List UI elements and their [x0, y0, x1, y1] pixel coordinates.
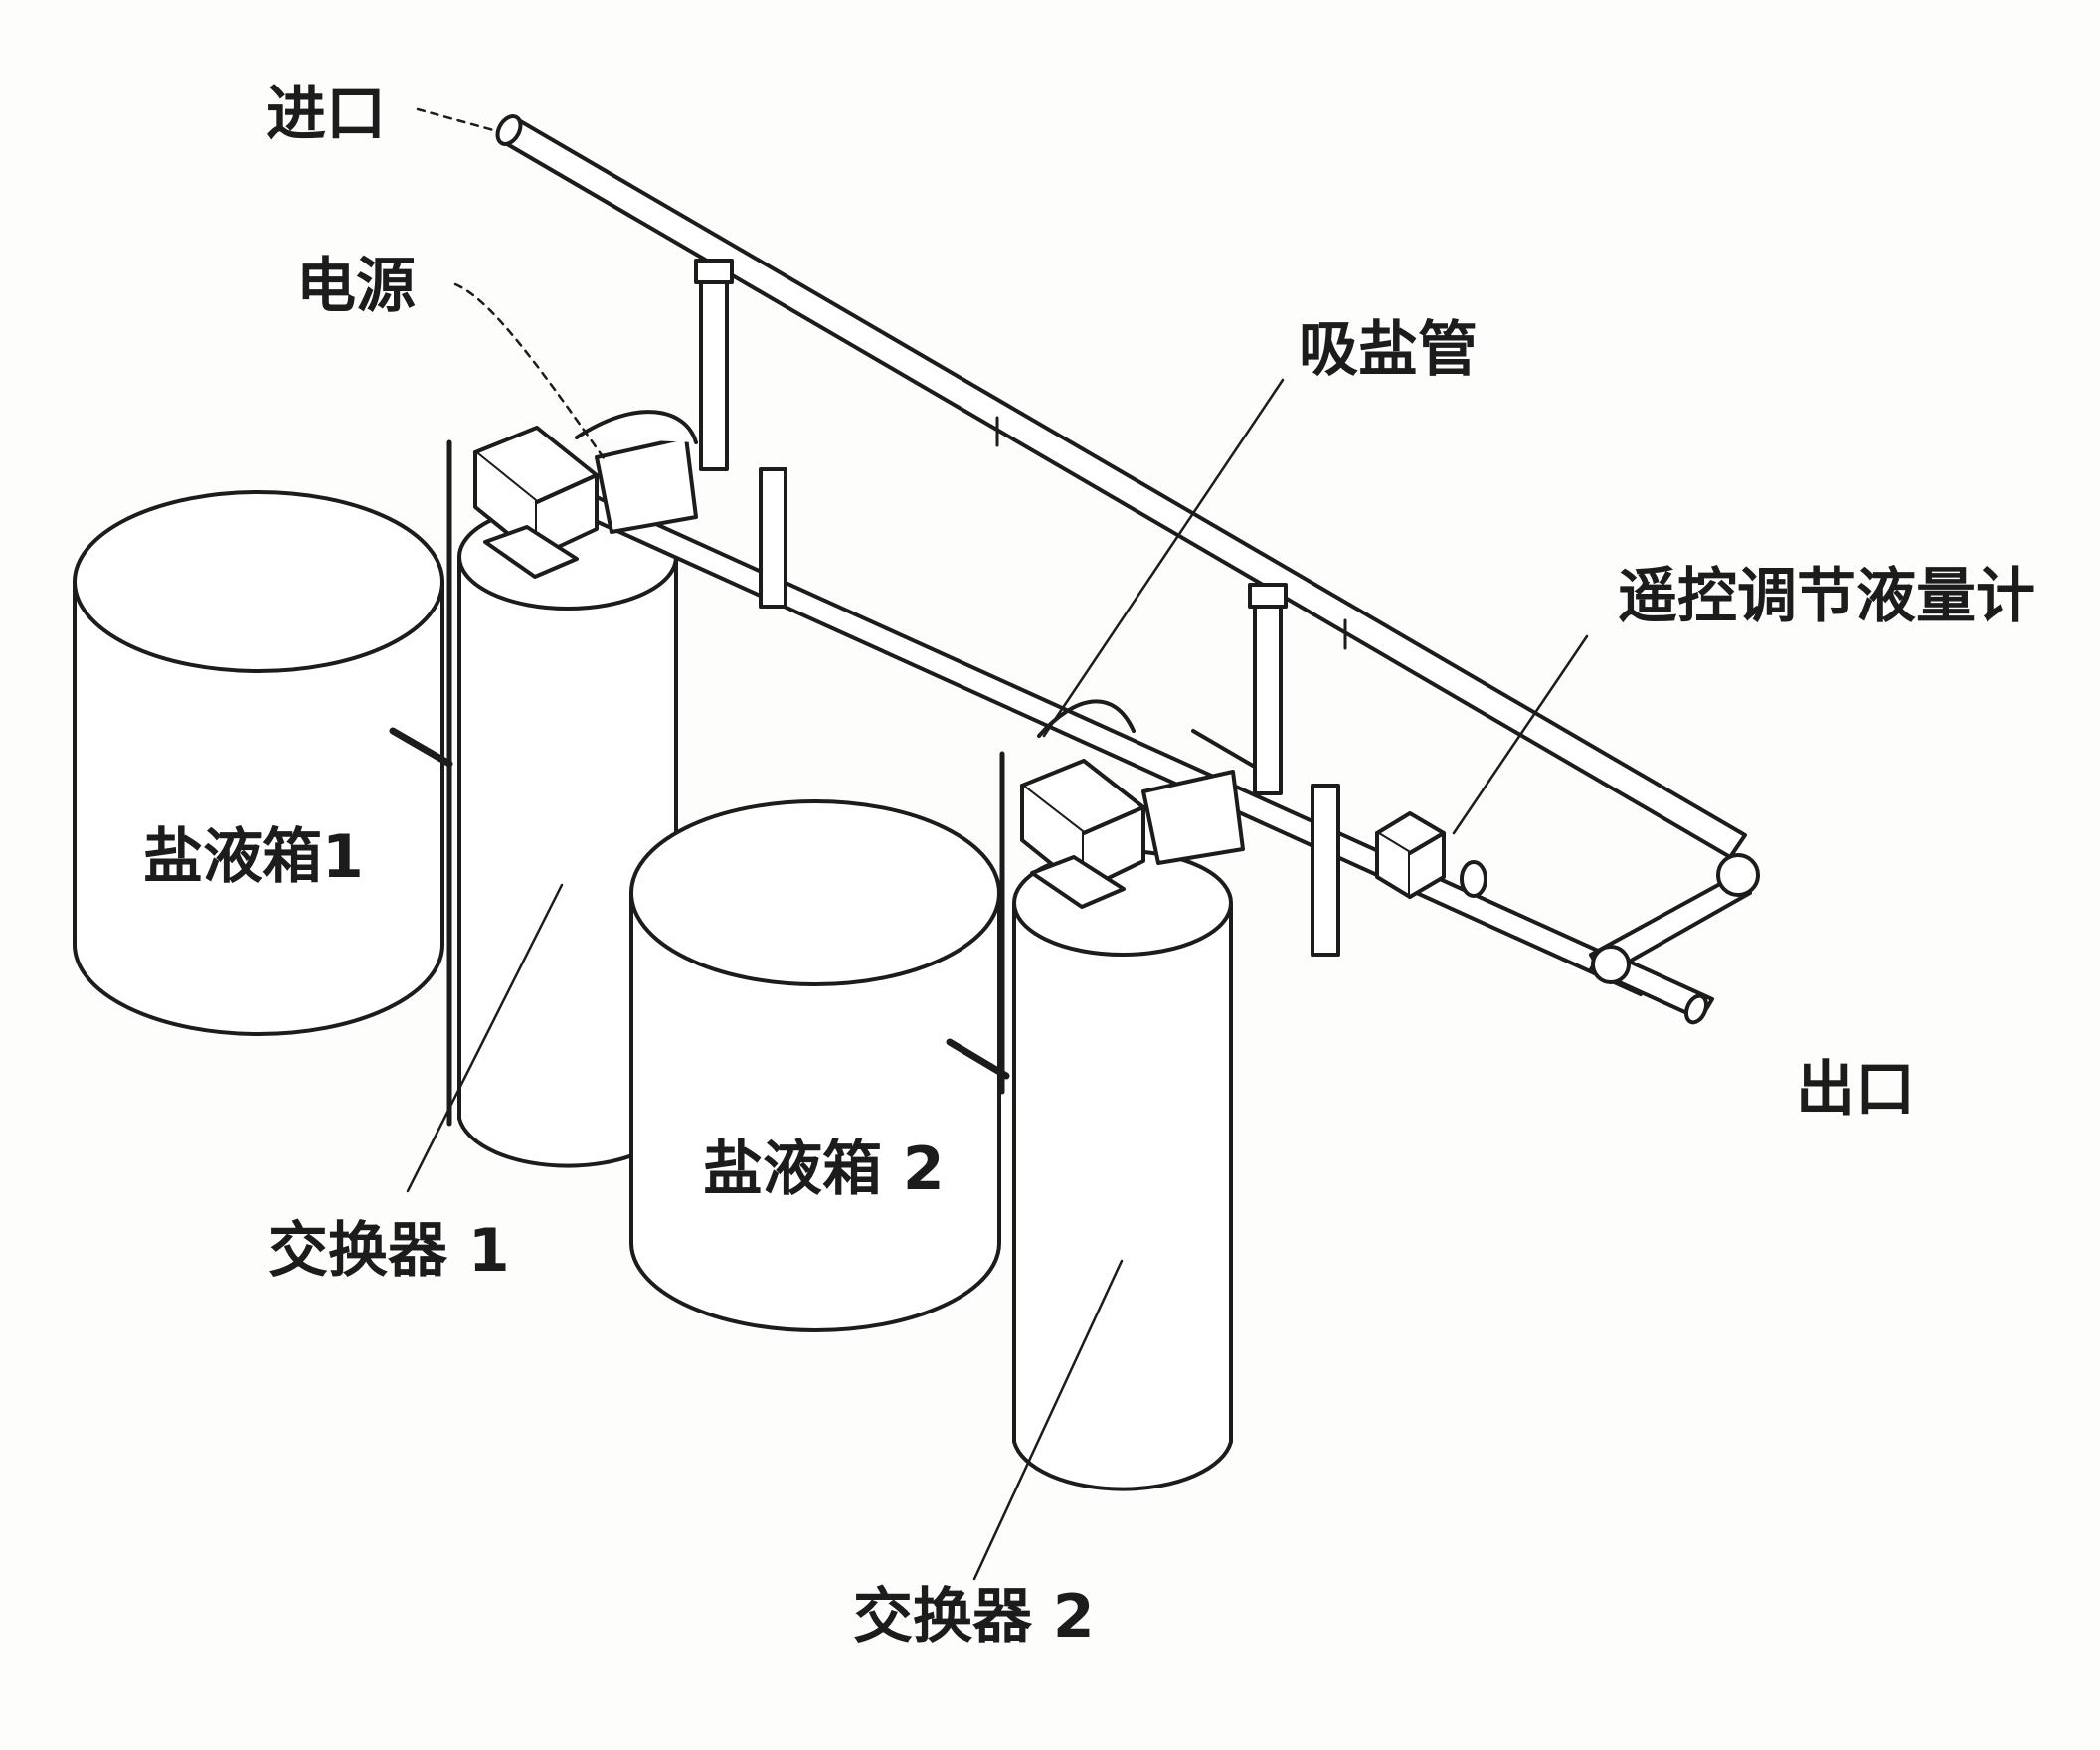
label-brine-tank-1: 盐液箱1	[143, 822, 364, 892]
control-valve-2	[1020, 759, 1245, 909]
label-remote-meter: 遥控调节液量计	[1618, 562, 2035, 631]
label-exchanger-1: 交换器 1	[268, 1216, 510, 1286]
label-outlet: 出口	[1796, 1055, 1915, 1125]
inlet-drops	[694, 259, 1288, 795]
inlet-pipe	[495, 114, 1747, 859]
outlet-loop	[1589, 853, 1760, 984]
label-brine-line: 吸盐管	[1299, 315, 1478, 385]
label-brine-tank-2: 盐液箱 2	[703, 1135, 945, 1204]
label-power: 电源	[296, 252, 416, 321]
leader-lines	[406, 107, 1589, 1581]
label-exchanger-2: 交换器 2	[853, 1582, 1095, 1652]
brine-tank-2	[629, 799, 1010, 1332]
label-inlet: 进口	[266, 80, 386, 149]
brine-tank-1	[73, 490, 453, 1036]
remote-meter	[1375, 811, 1488, 899]
control-valve-1	[473, 410, 698, 579]
